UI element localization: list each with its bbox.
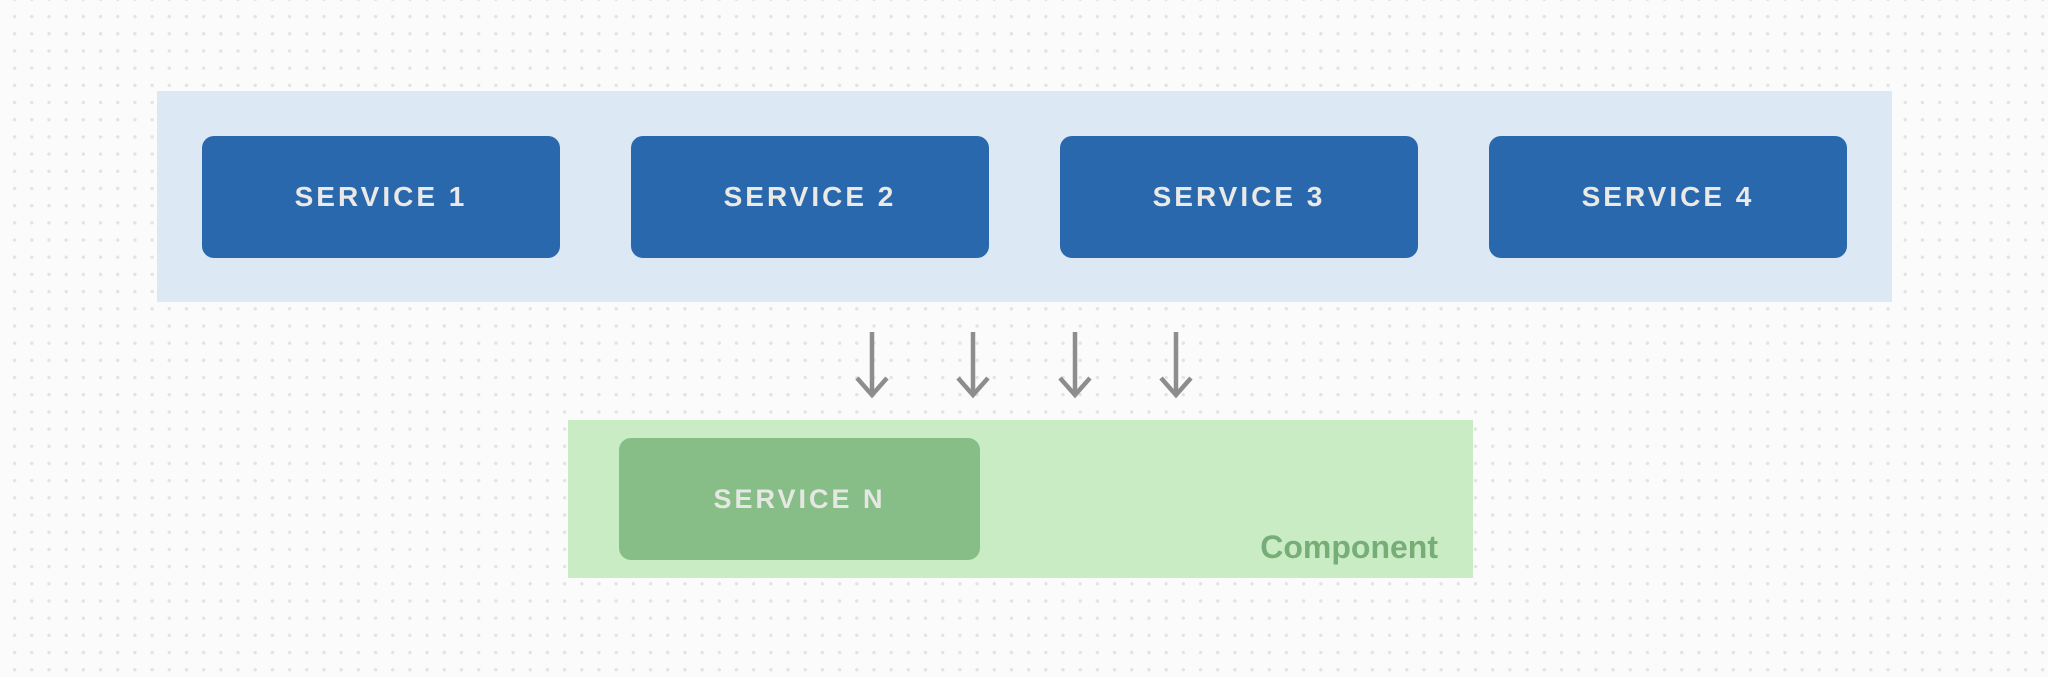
service-2-box: SERVICE 2 (631, 135, 989, 258)
arrow-down-icon (849, 331, 895, 399)
component-caption: Component (1260, 529, 1438, 565)
services-group: SERVICE 1 SERVICE 2 SERVICE 3 SERVICE 4 (157, 91, 1892, 302)
service-3-box: SERVICE 3 (1060, 135, 1418, 258)
arrow-down-icon (1052, 331, 1098, 399)
service-n-label: SERVICE N (713, 483, 886, 514)
component-group: SERVICE N Component (568, 420, 1473, 578)
service-4-box: SERVICE 4 (1489, 135, 1847, 258)
service-1-label: SERVICE 1 (294, 180, 468, 212)
arrow-down-icon (950, 331, 996, 399)
service-2-label: SERVICE 2 (723, 180, 897, 212)
service-3-label: SERVICE 3 (1152, 180, 1326, 212)
arrow-down-icon (1153, 331, 1199, 399)
flow-arrows (849, 331, 1199, 399)
service-n-box: SERVICE N (619, 438, 980, 560)
service-1-box: SERVICE 1 (202, 135, 560, 258)
service-4-label: SERVICE 4 (1581, 180, 1755, 212)
